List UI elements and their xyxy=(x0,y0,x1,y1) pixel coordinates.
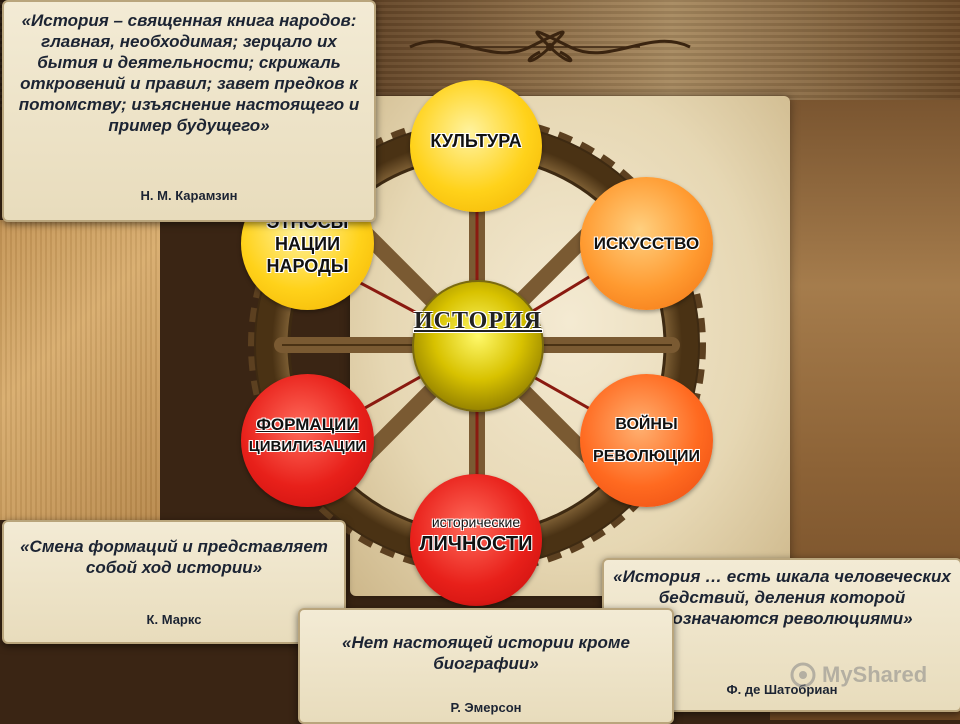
circle-art: ИСКУССТВО xyxy=(580,177,713,310)
quote-marx: «Смена формаций и представляет собой ход… xyxy=(2,520,346,644)
quote-karamzin: «История – священная книга народов: глав… xyxy=(2,0,376,222)
label-historical: исторические xyxy=(432,511,520,533)
label-formations: ФОРМАЦИИ xyxy=(256,414,358,436)
watermark-logo: MyShared xyxy=(790,660,930,690)
label-personalities: ЛИЧНОСТИ xyxy=(420,533,533,555)
label-nations: НАЦИИ xyxy=(275,233,340,255)
circle-personalities: исторические ЛИЧНОСТИ xyxy=(410,474,542,606)
watermark-text: MyShared xyxy=(822,662,927,688)
label-peoples: НАРОДЫ xyxy=(267,255,349,277)
circle-wars: ВОЙНЫ РЕВОЛЮЦИИ xyxy=(580,374,713,507)
label-culture: КУЛЬТУРА xyxy=(430,130,521,152)
quote-karamzin-text: «История – священная книга народов: глав… xyxy=(14,10,364,136)
quote-emerson-text: «Нет настоящей истории кроме биографии» xyxy=(308,632,664,674)
label-art: ИСКУССТВО xyxy=(594,233,699,255)
label-civilizations: ЦИВИЛИЗАЦИИ xyxy=(249,436,366,458)
quote-marx-text: «Смена формаций и представляет собой ход… xyxy=(14,536,334,578)
quote-karamzin-author: Н. М. Карамзин xyxy=(4,188,374,203)
circle-culture: КУЛЬТУРА xyxy=(410,80,542,212)
quote-emerson: «Нет настоящей истории кроме биографии» … xyxy=(298,608,674,724)
circle-history: ИСТОРИЯ xyxy=(412,280,544,412)
center-title: ИСТОРИЯ xyxy=(414,308,542,335)
label-revolutions: РЕВОЛЮЦИИ xyxy=(593,446,700,468)
circle-formations: ФОРМАЦИИ ЦИВИЛИЗАЦИИ xyxy=(241,374,374,507)
quote-emerson-author: Р. Эмерсон xyxy=(300,700,672,715)
label-wars: ВОЙНЫ xyxy=(615,414,677,436)
quote-marx-author: К. Маркс xyxy=(4,612,344,627)
watermark-icon xyxy=(790,662,816,688)
